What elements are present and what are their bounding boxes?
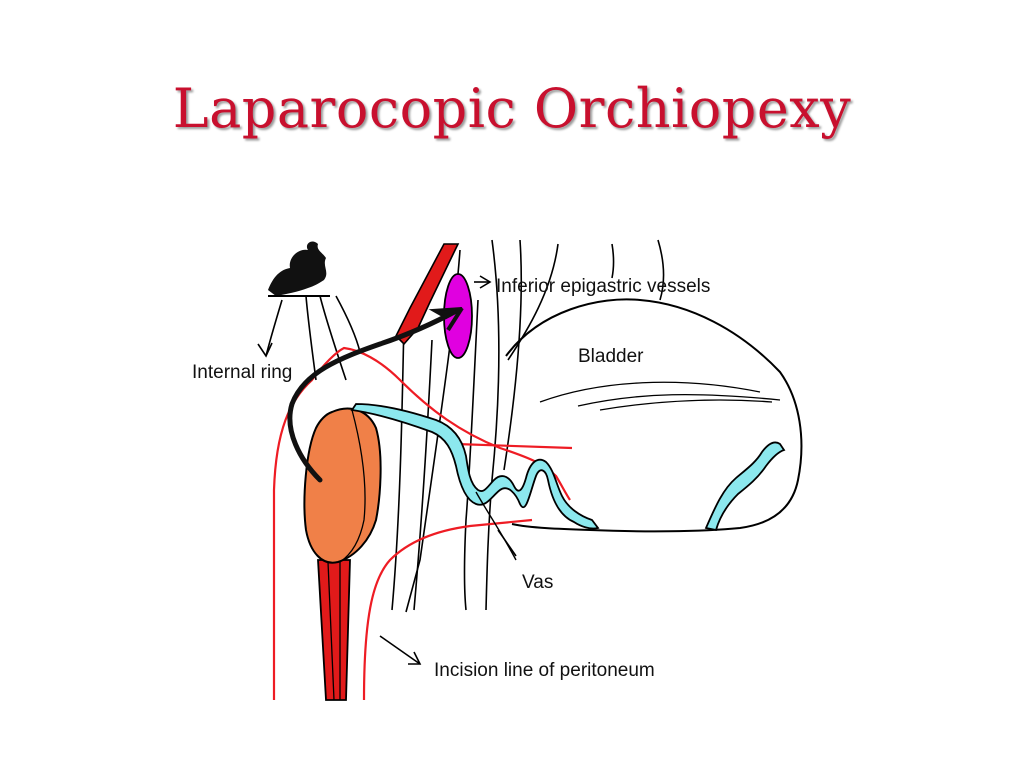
relocation-arrowhead bbox=[428, 307, 463, 320]
label-incision: Incision line of peritoneum bbox=[434, 660, 655, 681]
label-bladder: Bladder bbox=[578, 346, 644, 367]
epigastric-artery-strip bbox=[395, 243, 460, 346]
pubic-hair-shape bbox=[268, 241, 330, 297]
relocation-arrow bbox=[287, 307, 461, 483]
bladder-inner-lines bbox=[539, 381, 781, 411]
incision-arrow bbox=[379, 635, 422, 665]
internal-ring-arrow bbox=[257, 299, 283, 358]
page-title: Laparocopic Orchiopexy bbox=[172, 77, 852, 140]
relocation-arrowhead-stem bbox=[446, 306, 464, 332]
epigastric-arrow bbox=[474, 275, 492, 289]
spermatic-cord bbox=[317, 559, 351, 701]
abdominal-wall-lines bbox=[391, 239, 665, 613]
vas-bladder-segment bbox=[704, 441, 786, 532]
vas-arrow bbox=[497, 529, 517, 557]
label-internal-ring: Internal ring bbox=[192, 362, 292, 383]
label-inferior-epigastric: Inferior epigastric vessels bbox=[496, 276, 710, 297]
vas-deferens bbox=[350, 403, 600, 530]
vas-pointer-lines bbox=[475, 491, 517, 561]
spermatic-cord-lines bbox=[327, 561, 341, 701]
testis-inner-line bbox=[339, 409, 366, 563]
label-vas: Vas bbox=[522, 572, 553, 593]
internal-ring-lines bbox=[305, 295, 361, 381]
testis bbox=[303, 407, 382, 564]
bladder-outline bbox=[505, 298, 803, 533]
